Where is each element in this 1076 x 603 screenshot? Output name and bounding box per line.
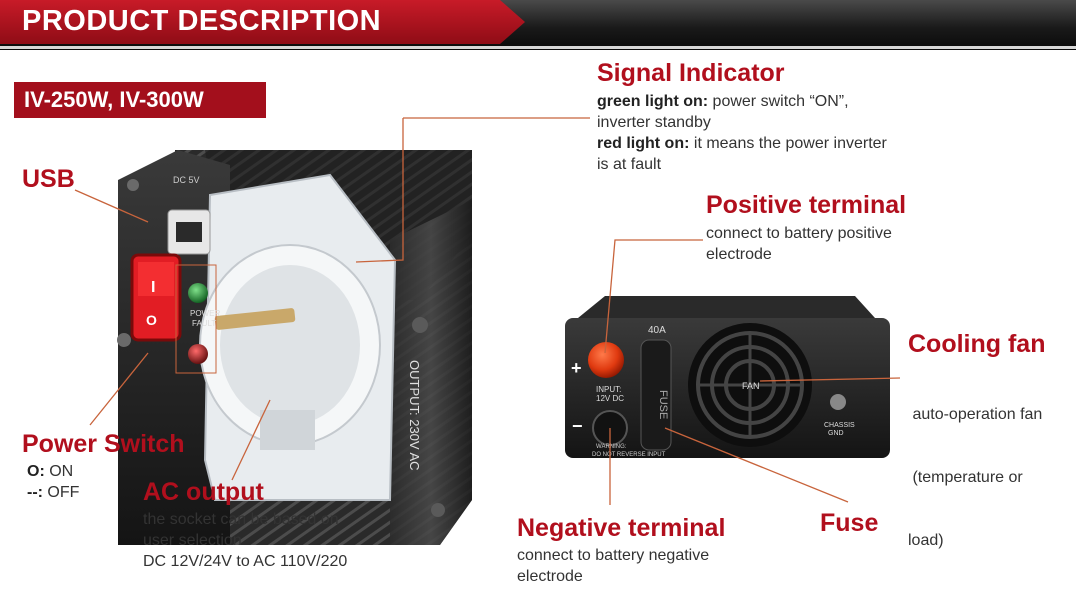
fuse-title: Fuse	[820, 509, 879, 537]
svg-text:INPUT:: INPUT:	[596, 385, 621, 394]
svg-text:CHASSIS: CHASSIS	[824, 422, 855, 429]
svg-text:40A: 40A	[648, 325, 666, 336]
header-divider	[0, 46, 1076, 49]
svg-text:DC 5V: DC 5V	[173, 175, 200, 185]
svg-text:GND: GND	[828, 430, 844, 437]
ac-output-desc: the socket can be based on user selectio…	[143, 511, 348, 570]
svg-text:12V DC: 12V DC	[596, 394, 624, 403]
svg-text:OUTPUT: 230V AC: OUTPUT: 230V AC	[407, 360, 422, 471]
svg-text:FUSE: FUSE	[657, 390, 669, 419]
positive-terminal-title: Positive terminal	[706, 191, 907, 219]
svg-text:−: −	[572, 416, 583, 436]
ac-output-title: AC output	[143, 478, 264, 506]
usb-title: USB	[22, 165, 75, 193]
power-switch-on: O: ON	[27, 463, 74, 480]
svg-text:FAN: FAN	[742, 381, 760, 391]
leader-lines	[74, 117, 901, 505]
inverter-side-view: DC 5V I O POWER FAULT OUTPUT: 230V AC	[117, 150, 472, 545]
svg-text:DO NOT REVERSE INPUT: DO NOT REVERSE INPUT	[592, 452, 666, 458]
svg-text:FAULT: FAULT	[192, 319, 216, 328]
svg-text:POWER: POWER	[190, 309, 220, 318]
positive-terminal-desc: connect to battery positive electrode	[706, 225, 892, 263]
svg-text:O: O	[146, 312, 157, 328]
inverter-rear-view: 40A FUSE FAN CHASSIS GND + INPUT: 12V DC…	[565, 296, 890, 458]
svg-text:WARNING:: WARNING:	[596, 444, 627, 450]
power-switch-title: Power Switch	[22, 430, 185, 458]
power-switch-off: --: OFF	[27, 484, 80, 501]
svg-text:I: I	[151, 279, 155, 296]
signal-indicator-desc: green light on: power switch “ON”, inver…	[597, 93, 887, 173]
negative-terminal-title: Negative terminal	[517, 514, 726, 542]
page-title: PRODUCT DESCRIPTION	[22, 5, 382, 37]
negative-terminal-desc: connect to battery negative electrode	[517, 547, 710, 585]
cooling-fan-title: Cooling fan	[908, 330, 1046, 358]
signal-indicator-title: Signal Indicator	[597, 59, 785, 87]
header-banner-accent	[0, 0, 525, 44]
svg-text:+: +	[571, 358, 582, 378]
model-badge: IV-250W, IV-300W	[14, 82, 266, 118]
cooling-fan-desc: auto-operation fan (temperature or load)	[908, 406, 1043, 549]
